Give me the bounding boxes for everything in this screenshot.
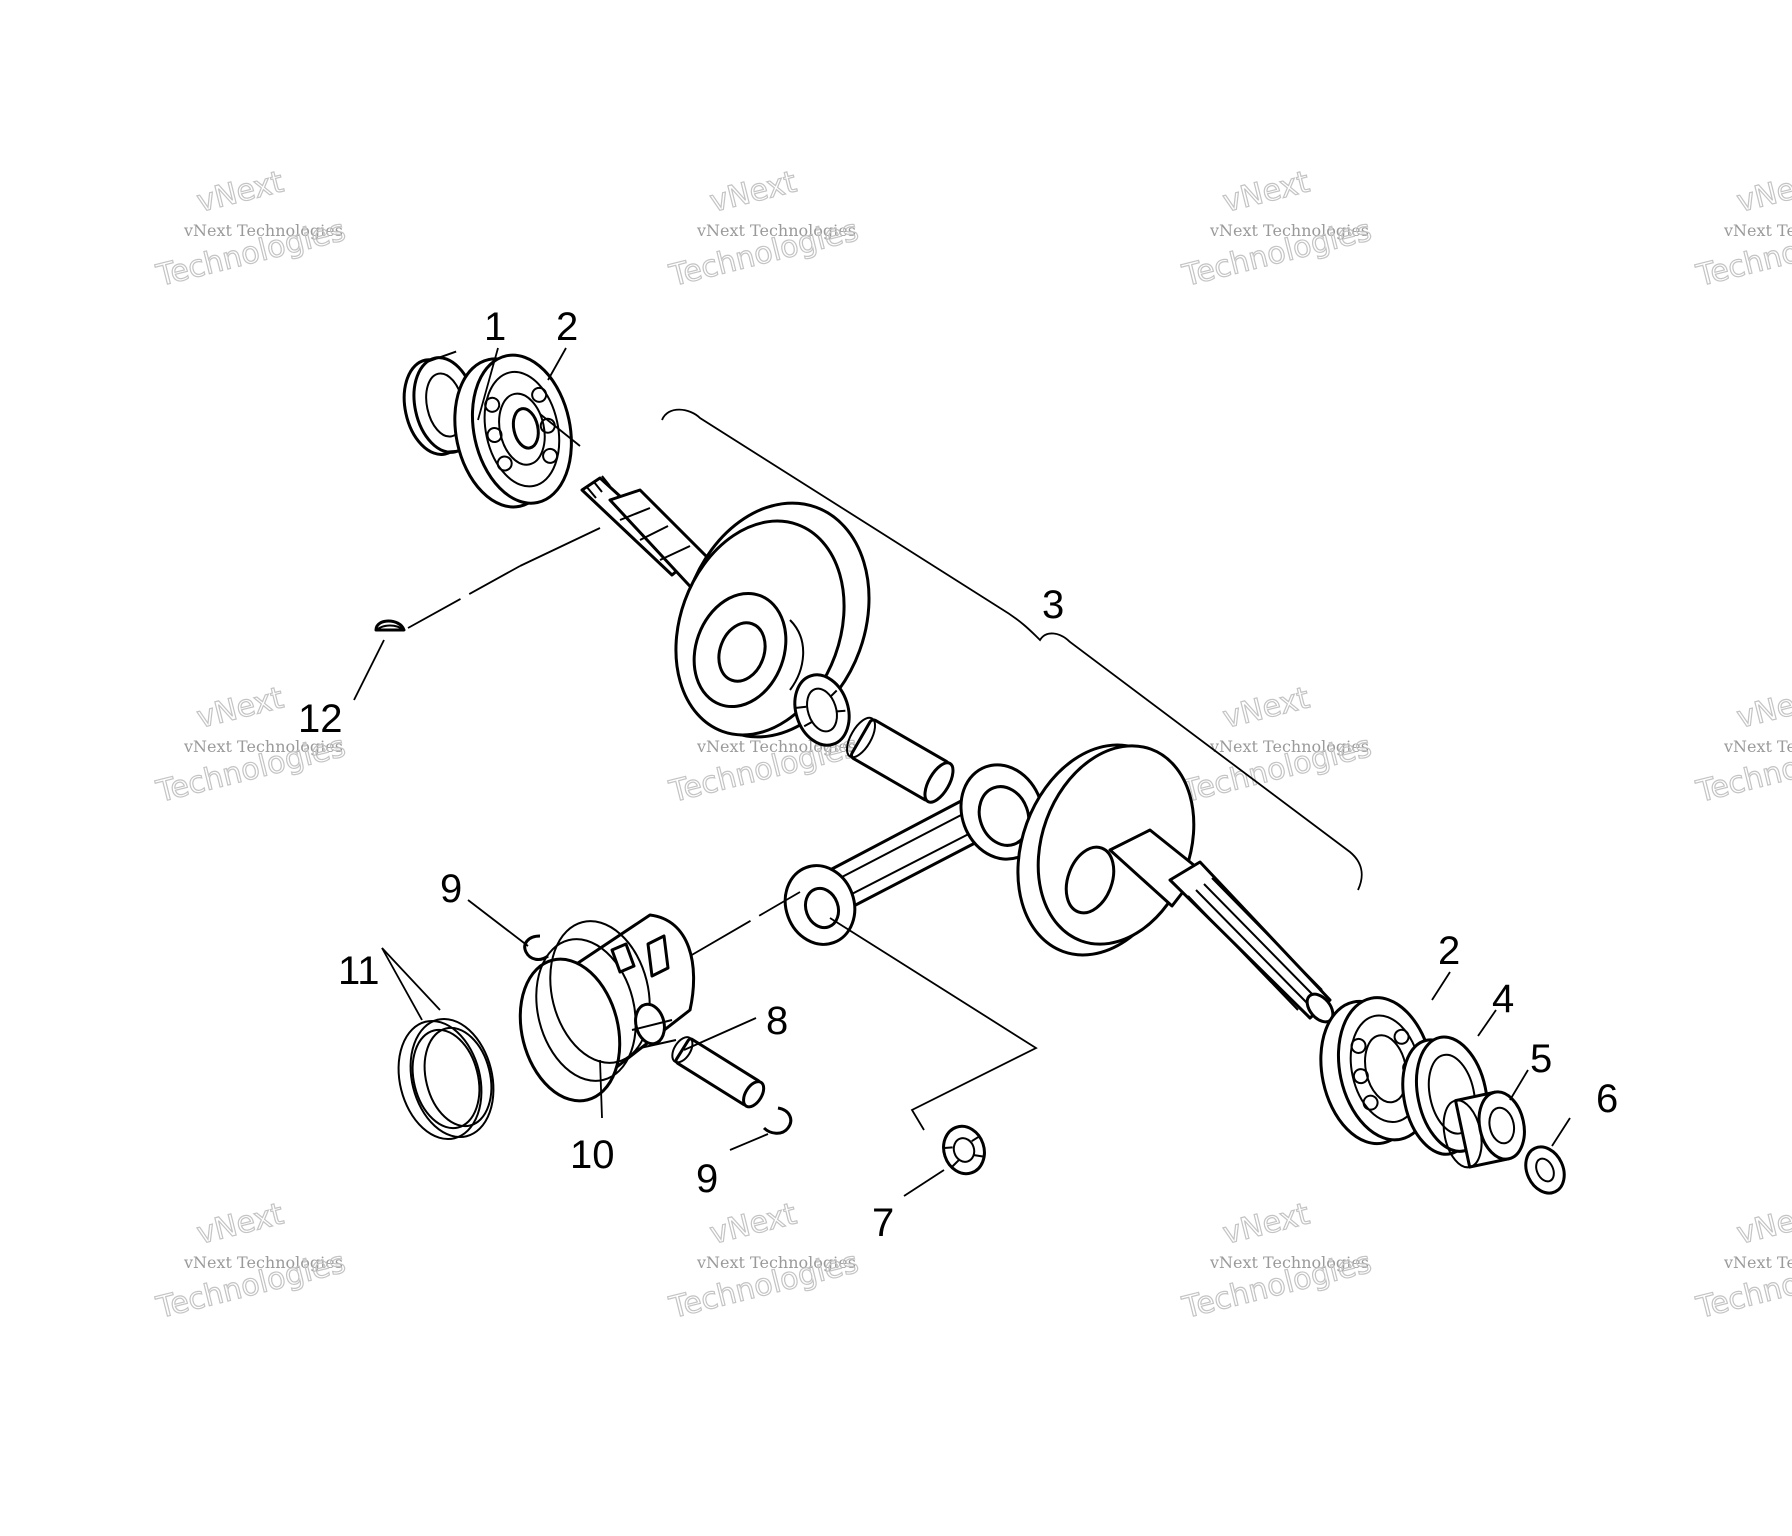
callout-6: 6: [1596, 1077, 1618, 1121]
watermark-text: vNext Technologies: [1209, 1253, 1369, 1272]
watermark-text: vNext Technologies: [1723, 737, 1792, 756]
crankshaft-assembly-bracket: [661, 408, 1363, 891]
needle-bearing-part: [793, 673, 851, 747]
watermark-text: vNext Technologies: [1723, 1253, 1792, 1272]
piston-part: [518, 913, 696, 1103]
circlip-lower-part: [762, 1106, 793, 1135]
callout-2-left: 2: [556, 305, 578, 349]
watermark-tile: vNext vNext Technologies Technologies: [152, 1196, 350, 1327]
watermark-text: vNext: [1733, 1197, 1792, 1252]
callout-8: 8: [766, 999, 788, 1043]
callout-1: 1: [484, 305, 506, 349]
piston-rings-part: [397, 1017, 495, 1141]
washer-part: [1524, 1145, 1566, 1195]
watermark-text: vNext: [1219, 165, 1313, 220]
callout-10: 10: [570, 1133, 615, 1177]
watermark-text: vNext: [1219, 681, 1313, 736]
watermark-text: vNext Technologies: [1209, 221, 1369, 240]
watermark-text: vNext: [193, 165, 287, 220]
watermark-tile: vNext vNext Technologies Technologies: [1178, 164, 1376, 295]
callout-4: 4: [1492, 977, 1514, 1021]
callouts: 1 2 3 12 9 11 2 4 5 6 8 10 9 7: [298, 305, 1618, 1245]
piston-pin-part: [671, 1036, 766, 1109]
watermark-tile: vNext vNext Technologies Technologies: [665, 1196, 863, 1327]
watermark-text: vNext Technologies: [183, 737, 343, 756]
callout-5: 5: [1530, 1037, 1552, 1081]
watermark-text: vNext Technologies: [1209, 737, 1369, 756]
crank-pin-part: [846, 716, 955, 804]
watermark-tile: vNext vNext Technologies Technologies: [1692, 164, 1792, 295]
collar-part: [1442, 1090, 1526, 1169]
watermark-text: vNext Technologies: [183, 221, 343, 240]
callout-9-upper: 9: [440, 867, 462, 911]
ball-bearing-left-part: [453, 353, 573, 509]
watermark-tile: vNext vNext Technologies Technologies: [1178, 1196, 1376, 1327]
watermark-tile: vNext vNext Technologies Technologies: [1692, 1196, 1792, 1327]
watermark-text: vNext: [1733, 165, 1792, 220]
watermark-text: vNext: [1733, 681, 1792, 736]
crankshaft-right-half-part: [1016, 743, 1335, 1024]
callout-9-lower: 9: [696, 1157, 718, 1201]
watermark-text: vNext: [706, 1197, 800, 1252]
small-end-bearing-part: [942, 1124, 986, 1176]
circlip-upper-part: [523, 934, 549, 961]
watermark-text: vNext: [193, 681, 287, 736]
watermark-text: vNext Technologies: [183, 1253, 343, 1272]
watermark-text: vNext: [1219, 1197, 1313, 1252]
woodruff-key-part: [374, 619, 406, 632]
watermark-tile: vNext vNext Technologies Technologies: [665, 164, 863, 295]
callout-3: 3: [1042, 583, 1064, 627]
callout-12: 12: [298, 697, 343, 741]
callout-2-right: 2: [1438, 929, 1460, 973]
leader-lines: [353, 347, 1571, 1197]
watermark-tile: vNext vNext Technologies Technologies: [1692, 680, 1792, 811]
watermark-text: vNext Technologies: [696, 1253, 856, 1272]
watermark-tile: vNext vNext Technologies Technologies: [152, 164, 350, 295]
watermark-text: vNext: [193, 1197, 287, 1252]
callout-7: 7: [872, 1201, 894, 1245]
watermark-text: vNext Technologies: [1723, 221, 1792, 240]
watermark-text: vNext Technologies: [696, 221, 856, 240]
callout-11: 11: [338, 949, 380, 993]
watermark-text: vNext: [706, 165, 800, 220]
crankshaft-left-half-part: [580, 475, 871, 739]
